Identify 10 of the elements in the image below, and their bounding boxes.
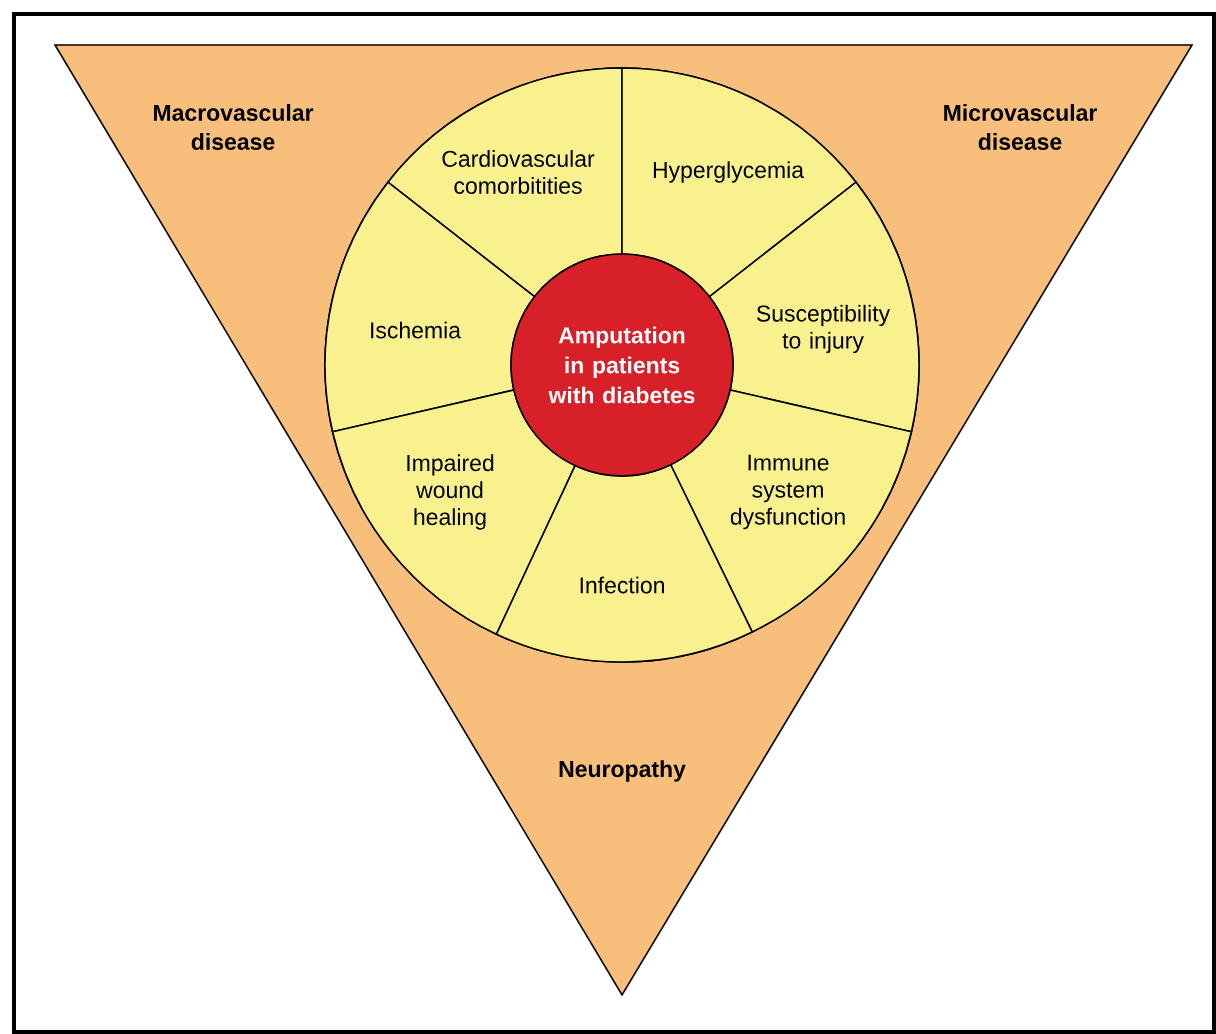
node-label: Infection: [580, 576, 664, 594]
node-label: Ischemia: [371, 321, 462, 339]
wheel-segment: Hyperglycemia: [621, 67, 857, 298]
region-label: Macrovascular disease: [154, 104, 314, 150]
node-label: Susceptibility to injury: [756, 304, 891, 354]
node-label: Hyperglycemia: [653, 161, 805, 183]
wheel-segment: Cardiovascular comorbitities: [387, 67, 623, 298]
region-label: Microvascular disease: [944, 104, 1097, 150]
node-label: Impaired wound healing: [407, 454, 494, 530]
region-label: Neuropathy: [559, 760, 686, 782]
